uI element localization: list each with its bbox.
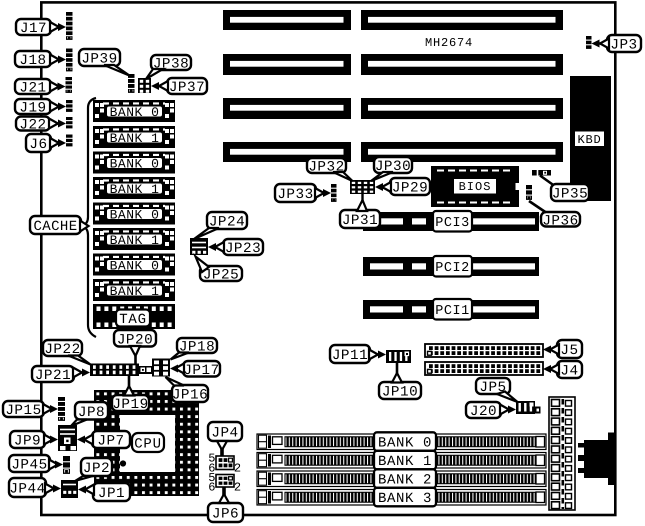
svg-text:CACHE: CACHE bbox=[33, 219, 77, 235]
svg-text:BANK 0: BANK 0 bbox=[110, 259, 160, 274]
svg-text:BANK 2: BANK 2 bbox=[378, 473, 432, 489]
svg-text:6: 6 bbox=[208, 481, 215, 495]
svg-text:JP22: JP22 bbox=[44, 342, 80, 358]
svg-text:J6: J6 bbox=[29, 137, 47, 153]
svg-text:JP4: JP4 bbox=[211, 426, 238, 442]
svg-text:J18: J18 bbox=[19, 53, 46, 69]
svg-text:J20: J20 bbox=[470, 404, 497, 420]
svg-text:JP1: JP1 bbox=[98, 486, 125, 502]
svg-text:6: 6 bbox=[208, 462, 215, 476]
svg-text:BANK 0: BANK 0 bbox=[378, 436, 432, 452]
svg-text:JP29: JP29 bbox=[392, 181, 428, 197]
svg-text:JP31: JP31 bbox=[342, 213, 378, 229]
svg-text:JP7: JP7 bbox=[97, 434, 124, 450]
svg-text:CPU: CPU bbox=[134, 437, 162, 453]
svg-text:J5: J5 bbox=[560, 343, 578, 359]
svg-text:JP21: JP21 bbox=[35, 368, 71, 384]
svg-text:BANK 0: BANK 0 bbox=[110, 105, 160, 120]
svg-text:KBD: KBD bbox=[577, 133, 601, 147]
svg-text:BANK 1: BANK 1 bbox=[110, 284, 160, 299]
svg-text:BANK 3: BANK 3 bbox=[378, 491, 432, 507]
svg-text:TAG: TAG bbox=[119, 312, 147, 328]
svg-text:PCI3: PCI3 bbox=[435, 216, 469, 231]
svg-text:JP45: JP45 bbox=[11, 458, 47, 474]
svg-text:JP25: JP25 bbox=[203, 268, 239, 284]
svg-text:JP17: JP17 bbox=[183, 363, 219, 379]
svg-text:JP36: JP36 bbox=[542, 213, 578, 229]
svg-text:J22: J22 bbox=[19, 118, 46, 134]
svg-text:JP24: JP24 bbox=[209, 215, 245, 231]
svg-text:2: 2 bbox=[234, 481, 241, 495]
svg-text:JP35: JP35 bbox=[552, 187, 588, 203]
svg-text:BANK 1: BANK 1 bbox=[110, 233, 160, 248]
svg-text:BANK 0: BANK 0 bbox=[110, 208, 160, 223]
svg-text:JP9: JP9 bbox=[14, 434, 41, 450]
svg-text:JP15: JP15 bbox=[5, 403, 41, 419]
svg-text:PCI2: PCI2 bbox=[435, 261, 469, 276]
svg-text:JP33: JP33 bbox=[277, 187, 313, 203]
svg-text:BANK 1: BANK 1 bbox=[378, 454, 432, 470]
svg-text:J19: J19 bbox=[19, 101, 46, 117]
svg-text:JP6: JP6 bbox=[212, 507, 239, 523]
svg-text:JP2: JP2 bbox=[83, 461, 110, 477]
svg-text:JP10: JP10 bbox=[382, 385, 418, 401]
svg-text:JP20: JP20 bbox=[117, 332, 153, 348]
svg-text:JP44: JP44 bbox=[9, 482, 45, 498]
svg-text:BIOS: BIOS bbox=[459, 180, 492, 194]
svg-text:2: 2 bbox=[234, 462, 241, 476]
svg-text:J21: J21 bbox=[19, 81, 46, 97]
svg-text:J4: J4 bbox=[560, 364, 578, 380]
svg-text:JP11: JP11 bbox=[332, 348, 368, 364]
svg-text:JP23: JP23 bbox=[225, 241, 261, 257]
svg-text:5: 5 bbox=[208, 471, 215, 485]
svg-text:BANK 1: BANK 1 bbox=[110, 131, 160, 146]
svg-text:PCI1: PCI1 bbox=[435, 304, 469, 319]
svg-text:JP19: JP19 bbox=[112, 397, 148, 413]
svg-text:JP8: JP8 bbox=[78, 405, 105, 421]
svg-text:MH2674: MH2674 bbox=[425, 36, 473, 50]
svg-text:5: 5 bbox=[208, 452, 215, 466]
svg-text:JP3: JP3 bbox=[610, 38, 637, 54]
svg-text:JP39: JP39 bbox=[81, 52, 117, 68]
svg-text:BANK 1: BANK 1 bbox=[110, 182, 160, 197]
svg-text:J17: J17 bbox=[20, 21, 47, 37]
svg-text:BANK 0: BANK 0 bbox=[110, 157, 160, 172]
svg-text:JP37: JP37 bbox=[169, 80, 205, 96]
svg-text:JP16: JP16 bbox=[172, 388, 208, 404]
